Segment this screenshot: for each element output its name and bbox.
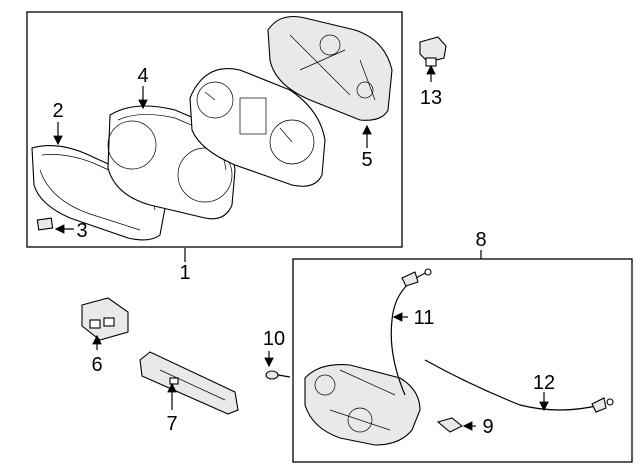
cable-upper-part [390, 268, 432, 396]
parking-brake-group-box [292, 258, 633, 463]
brake-pedal-assembly-part [304, 363, 421, 446]
callout-13: 13 [420, 87, 442, 109]
callout-11: 11 [414, 307, 435, 329]
callout-8: 8 [475, 229, 486, 251]
instrument-cluster-group-box [26, 11, 403, 248]
callout-3: 3 [76, 220, 87, 242]
cable-lower-part [424, 359, 614, 413]
callout-7: 7 [166, 413, 177, 435]
gauge-face-part [189, 68, 326, 187]
callout-2: 2 [52, 100, 63, 122]
callout-6: 6 [91, 354, 102, 376]
callout-1: 1 [179, 262, 190, 284]
clip-part [36, 217, 54, 231]
callout-5: 5 [361, 149, 372, 171]
bolt-part [265, 370, 291, 380]
callout-4: 4 [137, 65, 148, 87]
switch-assembly-part [81, 297, 129, 341]
circuit-housing-part [267, 15, 393, 121]
callout-9: 9 [482, 416, 493, 438]
switch-panel-part [139, 351, 239, 415]
callout-12: 12 [533, 372, 555, 394]
bulb-socket-part [419, 36, 447, 67]
callout-10: 10 [263, 328, 285, 350]
cable-clip-part [436, 417, 464, 433]
